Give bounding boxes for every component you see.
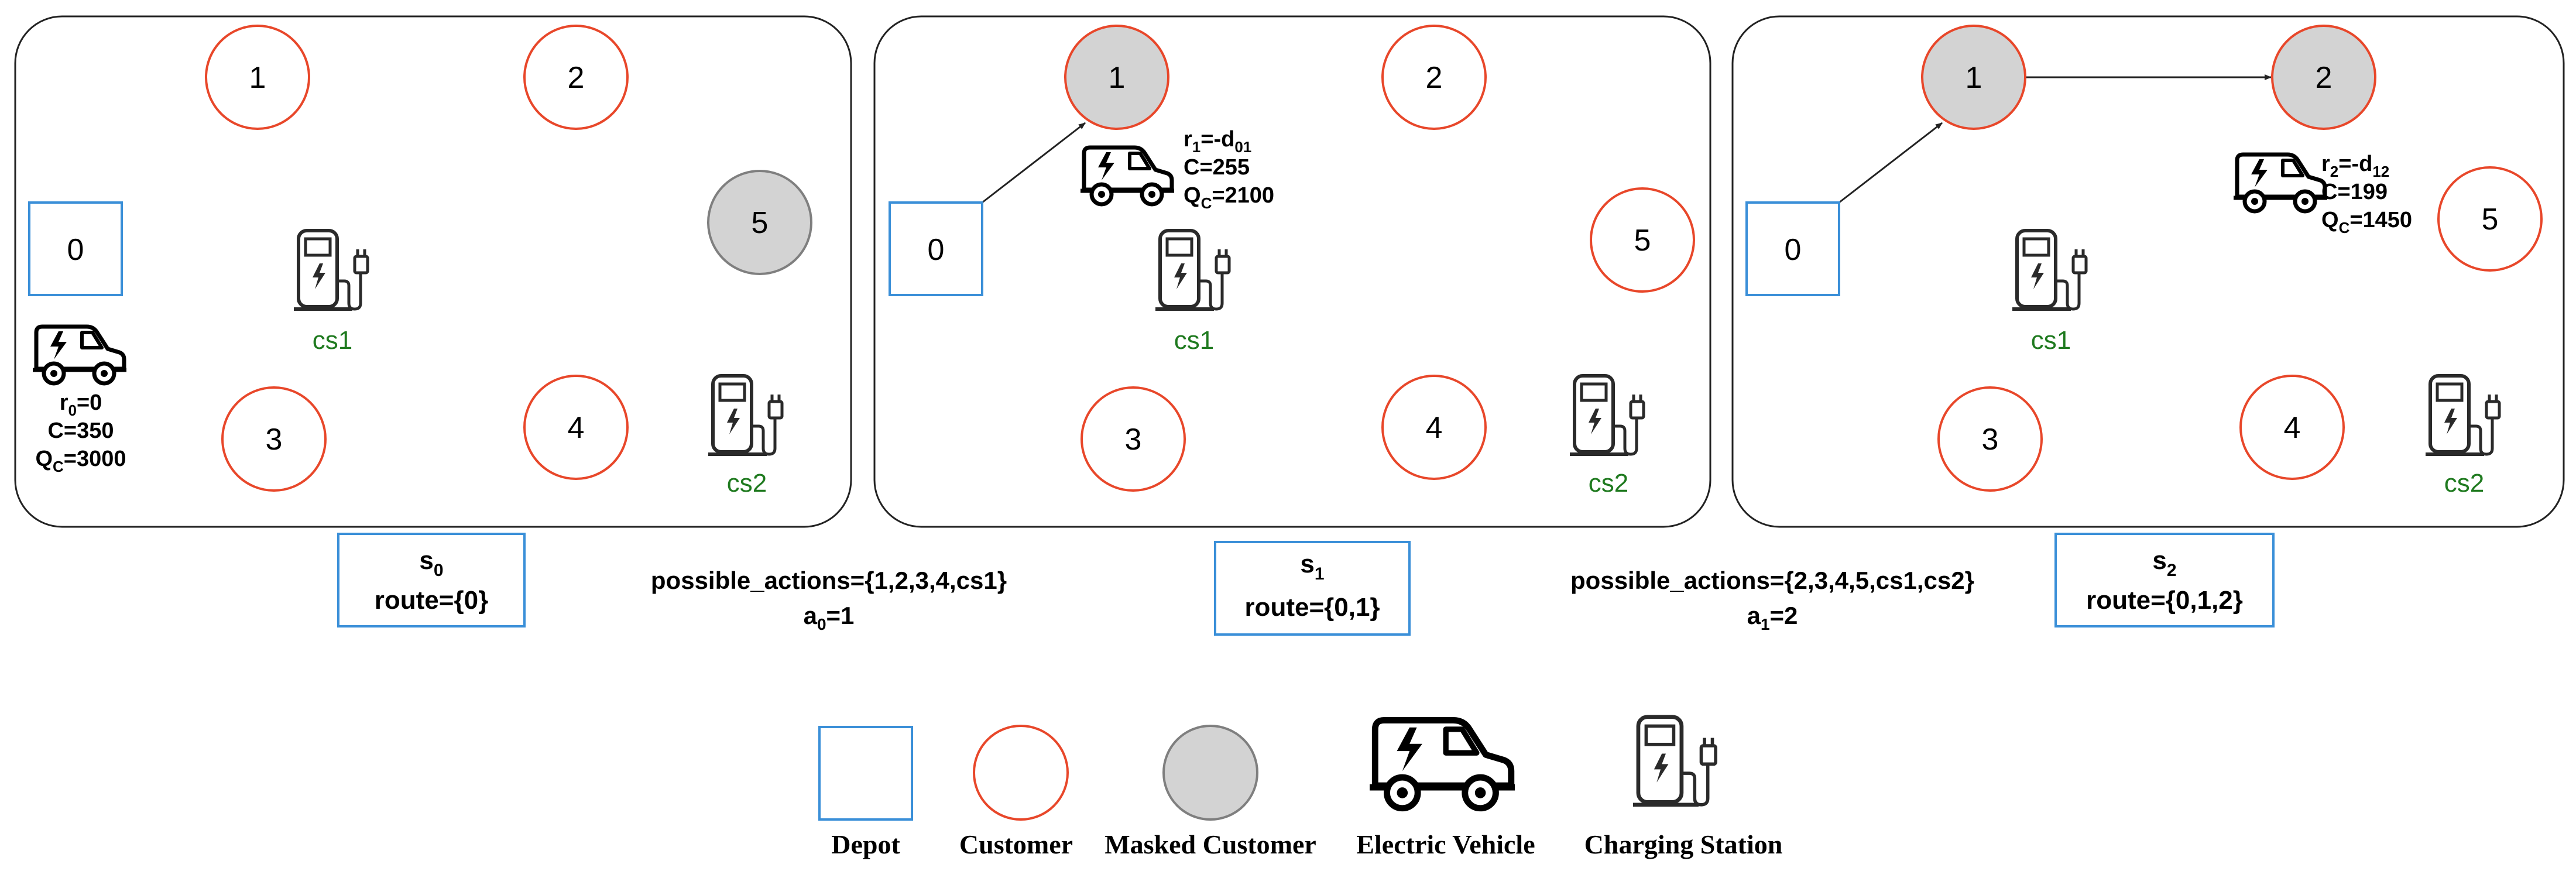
legend-customer-label: Customer xyxy=(959,829,1073,859)
masked-customer-circle xyxy=(1162,725,1258,821)
customer-node: 4 xyxy=(1381,375,1487,480)
masked-customer-node: 1 xyxy=(1064,25,1169,130)
customer-label: 3 xyxy=(266,423,283,457)
state-route: route={0,1} xyxy=(1244,593,1380,622)
masked-customer-node: 2 xyxy=(2271,25,2376,130)
charging-station-label: cs1 xyxy=(2031,326,2071,355)
charging-station-label: cs2 xyxy=(727,469,767,498)
customer-node: 2 xyxy=(1381,25,1487,130)
customer-label: 1 xyxy=(1966,61,1982,95)
panel-state-0: 0 1 2 3 4 5 cs1 cs2 r0=0 C=350 QC=3000 xyxy=(14,15,852,528)
customer-node: 3 xyxy=(1081,386,1186,492)
depot-node: 0 xyxy=(28,201,123,296)
state-label: s0 xyxy=(419,546,443,580)
panel-state-2: 0 1 2 3 4 5 cs1 cs2 r2=-d12 C=199 QC=145… xyxy=(1731,15,2565,528)
customer-node: 4 xyxy=(523,375,629,480)
customer-label: 1 xyxy=(249,61,266,95)
legend-charging-station-label: Charging Station xyxy=(1584,829,1783,859)
depot-label: 0 xyxy=(928,233,945,267)
customer-label: 2 xyxy=(568,61,585,95)
action-1: possible_actions={2,3,4,5,cs1,cs2} a1=2 xyxy=(1570,567,1974,633)
customer-label: 4 xyxy=(568,411,585,445)
customer-circle xyxy=(973,725,1069,821)
customer-label: 5 xyxy=(1634,224,1651,258)
depot-square xyxy=(818,726,913,821)
vehicle-capacity: C=350 xyxy=(47,419,114,443)
masked-customer-node: 1 xyxy=(1921,25,2026,130)
legend-customer: Customer xyxy=(959,725,1073,859)
customer-node: 3 xyxy=(221,386,327,492)
possible-actions: possible_actions={1,2,3,4,cs1} xyxy=(651,567,1007,594)
panel-frame xyxy=(873,15,1711,528)
state-box-1: s1 route={0,1} xyxy=(1214,541,1411,636)
customer-node: 5 xyxy=(1590,187,1695,293)
panel-frame xyxy=(14,15,852,528)
state-label: s1 xyxy=(1300,550,1324,584)
depot-node: 0 xyxy=(889,201,983,296)
route-edge xyxy=(1838,122,1943,204)
state-box-0: s0 route={0} xyxy=(337,533,526,627)
action-0: possible_actions={1,2,3,4,cs1} a0=1 xyxy=(651,567,1007,633)
legend-depot-label: Depot xyxy=(831,829,900,859)
customer-label: 5 xyxy=(2482,203,2499,236)
masked-customer-node: 5 xyxy=(707,170,812,275)
depot-node: 0 xyxy=(1745,201,1840,296)
vehicle-reward: r1=-d01 xyxy=(1184,127,1251,156)
vehicle-capacity: C=255 xyxy=(1184,155,1250,180)
customer-label: 4 xyxy=(2284,411,2301,445)
state-label: s2 xyxy=(2152,546,2176,580)
electric-vehicle-icon xyxy=(1370,720,1515,808)
charging-station-label: cs2 xyxy=(2444,469,2484,498)
legend-masked-customer-label: Masked Customer xyxy=(1105,829,1316,859)
route-edge xyxy=(982,122,1086,204)
panel-state-1: 0 1 2 3 4 5 cs1 cs2 r1=-d01 C=255 QC=210… xyxy=(873,15,1711,528)
customer-node: 5 xyxy=(2437,166,2543,272)
customer-label: 5 xyxy=(752,206,769,240)
vehicle-charge: QC=2100 xyxy=(1184,183,1274,212)
depot-label: 0 xyxy=(67,233,84,267)
legend-masked-customer: Masked Customer xyxy=(1105,725,1316,859)
customer-label: 2 xyxy=(2316,61,2333,95)
possible-actions: possible_actions={2,3,4,5,cs1,cs2} xyxy=(1570,567,1974,594)
vehicle-charge: QC=1450 xyxy=(2321,208,2412,236)
customer-label: 2 xyxy=(1426,61,1443,95)
vehicle-charge: QC=3000 xyxy=(35,447,126,475)
customer-label: 3 xyxy=(1125,423,1142,457)
legend-electric-vehicle-label: Electric Vehicle xyxy=(1356,829,1535,859)
vehicle-capacity: C=199 xyxy=(2321,180,2388,204)
chosen-action: a1=2 xyxy=(1747,602,1798,633)
customer-label: 4 xyxy=(1426,411,1443,445)
customer-label: 3 xyxy=(1982,423,1999,457)
charging-station-label: cs2 xyxy=(1589,469,1628,498)
customer-node: 2 xyxy=(523,25,629,130)
chosen-action: a0=1 xyxy=(804,602,855,633)
legend-depot: Depot xyxy=(818,726,913,859)
customer-node: 4 xyxy=(2239,375,2345,480)
charging-station-label: cs1 xyxy=(313,326,352,355)
charging-station-icon xyxy=(1633,717,1716,805)
vehicle-reward: r2=-d12 xyxy=(2321,152,2389,180)
charging-station-label: cs1 xyxy=(1174,326,1214,355)
legend: Depot Customer Masked Customer Electric … xyxy=(818,717,1783,859)
vehicle-reward: r0=0 xyxy=(60,390,102,419)
state-route: route={0,1,2} xyxy=(2086,586,2243,615)
state-route: route={0} xyxy=(375,586,488,615)
state-box-2: s2 route={0,1,2} xyxy=(2054,533,2275,627)
panel-frame xyxy=(1731,15,2565,528)
depot-label: 0 xyxy=(1785,233,1802,267)
customer-label: 1 xyxy=(1109,61,1126,95)
customer-node: 1 xyxy=(205,25,310,130)
customer-node: 3 xyxy=(1937,386,2043,492)
